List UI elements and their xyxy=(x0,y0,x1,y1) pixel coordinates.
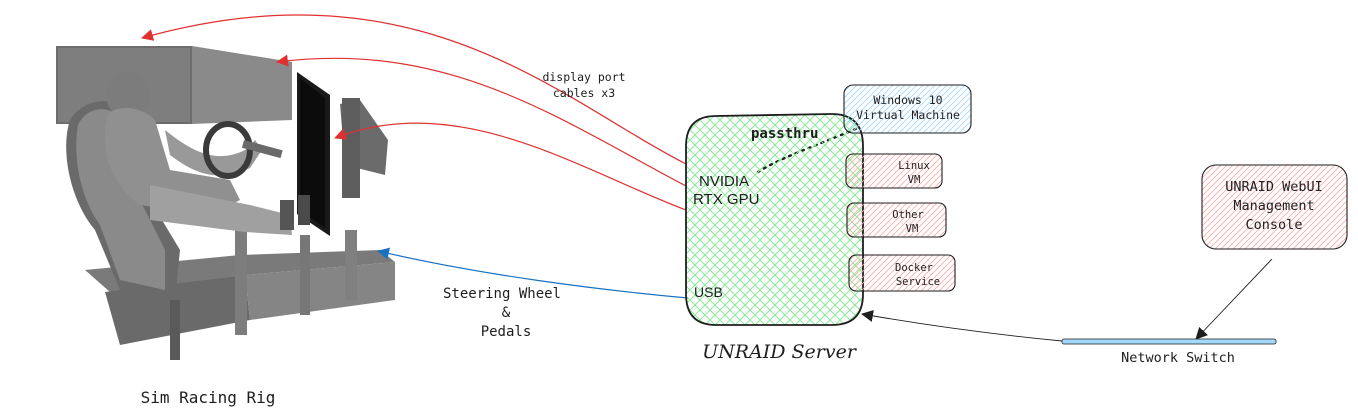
vm-linux: Linux VM xyxy=(845,153,943,189)
vm-other-line1: Other xyxy=(892,209,924,221)
management-console: UNRAID WebUI Management Console xyxy=(1201,164,1348,250)
vm-other-line2: VM xyxy=(906,223,919,235)
vm-windows-line2: Virtual Machine xyxy=(856,108,960,122)
cables-label-line2: cables x3 xyxy=(553,86,615,100)
cables-label-line1: display port xyxy=(542,70,625,84)
docker-service: Docker Service xyxy=(848,254,956,292)
display-cable-1 xyxy=(141,14,687,165)
vm-windows-line1: Windows 10 xyxy=(873,93,942,107)
usb-label-line2: & xyxy=(502,305,511,321)
console-to-switch-link xyxy=(1195,258,1273,340)
usb-cable xyxy=(377,247,689,299)
vm-other: Other VM xyxy=(846,202,947,238)
server-gpu-line1: NVIDIA xyxy=(699,173,749,190)
sim-racing-rig-illustration xyxy=(56,46,395,360)
console-line3: Console xyxy=(1246,217,1303,233)
vm-linux-line1: Linux xyxy=(898,160,930,172)
display-cable-2 xyxy=(276,54,687,187)
usb-label-line3: Pedals xyxy=(481,324,532,340)
server-usb-label: USB xyxy=(694,284,723,300)
docker-line1: Docker xyxy=(895,262,933,274)
console-line2: Management xyxy=(1233,198,1314,214)
vm-windows-10: Windows 10 Virtual Machine xyxy=(843,84,972,134)
docker-line2: Service xyxy=(896,276,940,288)
network-switch-label: Network Switch xyxy=(1121,350,1235,366)
passthru-label: passthru xyxy=(751,126,818,142)
network-switch-bar xyxy=(1061,338,1277,345)
vm-linux-line2: VM xyxy=(908,174,921,186)
display-cable-3 xyxy=(334,122,687,211)
server-gpu-line2: RTX GPU xyxy=(693,191,759,208)
rig-label: Sim Racing Rig xyxy=(141,388,276,407)
server-label: UNRAID Server xyxy=(702,341,858,363)
switch-to-server-link xyxy=(861,310,1063,342)
console-line1: UNRAID WebUI xyxy=(1225,179,1323,195)
display-port-cables xyxy=(141,14,687,211)
usb-label-line1: Steering Wheel xyxy=(443,286,561,302)
